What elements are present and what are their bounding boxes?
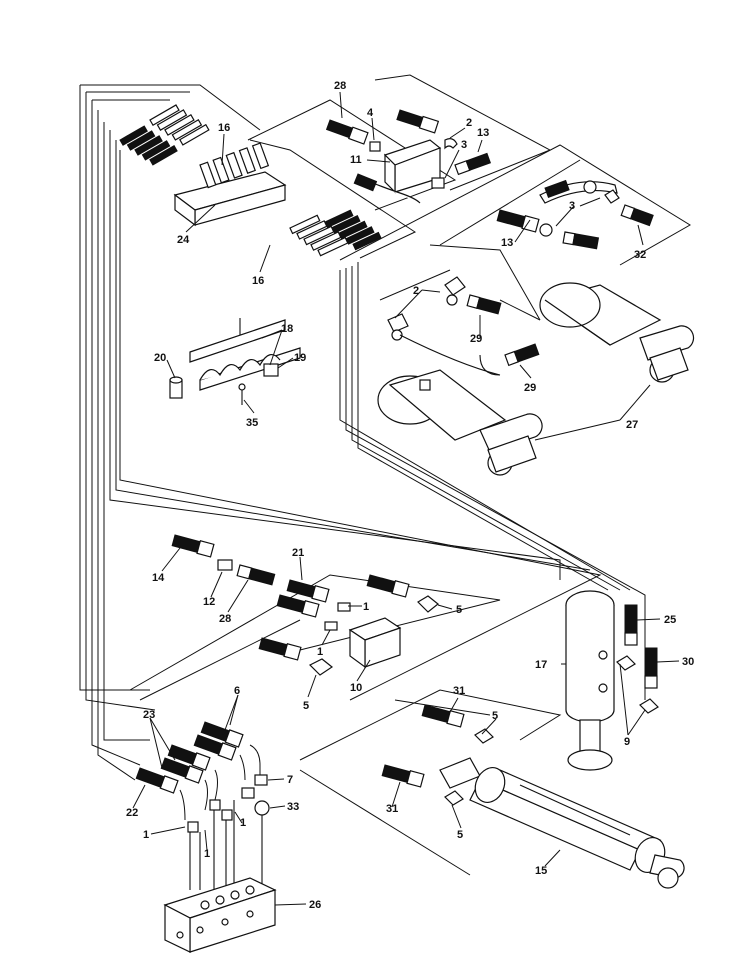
callout-1-right: 1 [240,817,246,829]
callout-23: 23 [143,709,155,721]
callout-labels: 28 4 2 13 11 3 16 24 16 3 13 32 2 29 29 … [126,80,694,911]
middle-valve-group [171,534,439,676]
callout-5-lower-upper: 5 [492,710,498,722]
callout-6: 6 [234,685,240,697]
callout-2-mid: 2 [413,285,419,297]
callout-1-center: 1 [204,848,210,860]
callout-4: 4 [367,107,374,119]
callout-27: 27 [626,419,638,431]
callout-18: 18 [281,323,293,335]
upper-cylinder-pair [377,276,695,476]
callout-25: 25 [664,614,676,626]
callout-29-lower: 29 [524,382,536,394]
callout-1-left: 1 [143,829,149,841]
callout-3-top: 3 [461,139,467,151]
callout-10: 10 [350,682,362,694]
callout-1-valve-top: 1 [363,601,369,613]
callout-31-upper: 31 [453,685,465,697]
callout-31-lower: 31 [386,803,398,815]
callout-12: 12 [203,596,215,608]
callout-32: 32 [634,249,646,261]
callout-3-right: 3 [569,200,575,212]
callout-2-top: 2 [466,117,472,129]
callout-5-mid-right: 5 [456,604,462,616]
callout-1-valve-bottom: 1 [317,646,323,658]
callout-14: 14 [152,572,165,584]
vertical-cylinder [565,590,659,771]
callout-28-mid: 28 [219,613,231,625]
callout-24: 24 [177,234,190,246]
callout-5-lower: 5 [457,829,463,841]
callout-21: 21 [292,547,304,559]
callout-26: 26 [309,899,321,911]
callout-17: 17 [535,659,547,671]
top-valve-assembly [325,109,492,204]
hose-routing-lines [79,74,691,876]
callout-13-right: 13 [501,237,513,249]
callout-30: 30 [682,656,694,668]
callout-16-bottom: 16 [252,275,264,287]
callout-20: 20 [154,352,166,364]
callout-13-top: 13 [477,127,489,139]
callout-28-top: 28 [334,80,346,92]
callout-15: 15 [535,865,547,877]
callout-16-top: 16 [218,122,230,134]
callout-19: 19 [294,352,306,364]
callout-29-upper: 29 [470,333,482,345]
callout-9: 9 [624,736,630,748]
manifold-hose-bundle [119,104,382,257]
hose-clamp-parts [169,318,301,405]
callout-7: 7 [287,774,293,786]
callout-11: 11 [350,154,362,166]
upper-right-fittings [496,179,654,250]
long-cylinder [381,704,685,889]
callout-5-mid-bottom: 5 [303,700,309,712]
control-valve-assembly [135,721,277,953]
callout-33: 33 [287,801,299,813]
callout-35: 35 [246,417,258,429]
callout-22: 22 [126,807,138,819]
leader-lines [132,91,680,906]
